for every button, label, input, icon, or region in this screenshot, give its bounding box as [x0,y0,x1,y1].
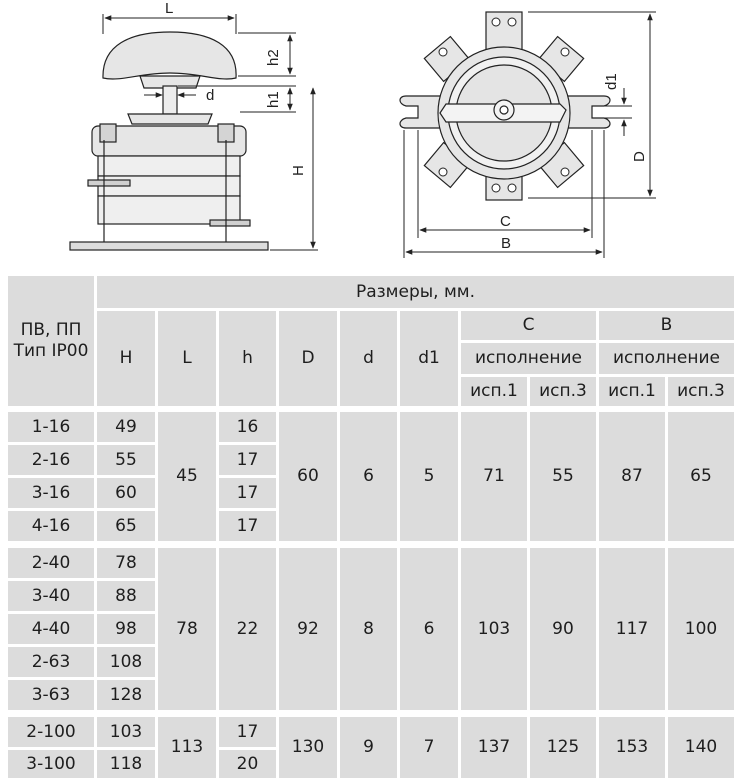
header-dimensions: Размеры, мм. [97,276,734,308]
type-cell: 3-100 [8,750,94,778]
h-total-cell: 49 [97,412,155,442]
header-d1: d1 [400,311,458,406]
header-c-isp1: исп.1 [461,377,527,406]
c-isp1-cell: 137 [461,717,527,778]
d1-cell: 5 [400,412,458,541]
top-view-holes [438,17,570,193]
header-b-isp1: исп.1 [599,377,665,406]
b-isp3-cell: 100 [668,548,734,710]
c-isp3-cell: 55 [530,412,596,541]
b-isp3-cell: 140 [668,717,734,778]
label-B: B [501,235,511,252]
header-c-variant: исполнение [461,343,596,374]
h-total-cell: 65 [97,511,155,541]
b-isp1-cell: 153 [599,717,665,778]
h-cell: 17 [219,478,276,508]
c-isp1-cell: 103 [461,548,527,710]
type-cell: 2-40 [8,548,94,578]
type-cell: 2-63 [8,647,94,677]
l-cell: 113 [158,717,216,778]
technical-drawing: L h2 h1 d H [69,0,656,258]
label-L: L [165,0,173,17]
type-cell: 1-16 [8,412,94,442]
header-c: C [461,311,596,340]
side-dimensions [102,14,318,251]
header-h: H [97,311,155,406]
h-cell: 22 [219,548,276,710]
d1-cell: 7 [400,717,458,778]
label-d: d [206,87,214,104]
b-isp3-cell: 65 [668,412,734,541]
h-total-cell: 118 [97,750,155,778]
h-cell: 20 [219,750,276,778]
type-cell: 2-16 [8,445,94,475]
d-outer-cell: 92 [279,548,337,710]
header-l: L [158,311,216,406]
h-total-cell: 98 [97,614,155,644]
header-d: D [279,311,337,406]
top-dimensions [403,11,656,258]
label-h1: h1 [265,91,282,108]
header-type: ПВ, ПП Тип IP00 [8,276,94,406]
type-cell: 4-16 [8,511,94,541]
side-view [69,31,269,251]
header-b: B [599,311,734,340]
c-isp1-cell: 71 [461,412,527,541]
h-total-cell: 78 [97,548,155,578]
b-isp1-cell: 87 [599,412,665,541]
type-cell: 3-63 [8,680,94,710]
h-cell: 17 [219,511,276,541]
c-isp3-cell: 90 [530,548,596,710]
type-cell: 3-16 [8,478,94,508]
h-total-cell: 103 [97,717,155,747]
header-h: h [219,311,276,406]
type-cell: 2-100 [8,717,94,747]
h-total-cell: 60 [97,478,155,508]
h-total-cell: 128 [97,680,155,710]
h-cell: 17 [219,717,276,747]
label-h2: h2 [265,49,282,66]
h-total-cell: 55 [97,445,155,475]
h-cell: 16 [219,412,276,442]
top-view [399,11,611,201]
d-shaft-cell: 9 [340,717,397,778]
h-total-cell: 108 [97,647,155,677]
header-b-variant: исполнение [599,343,734,374]
header-b-isp3: исп.3 [668,377,734,406]
c-isp3-cell: 125 [530,717,596,778]
type-cell: 4-40 [8,614,94,644]
label-d1: d1 [603,73,620,90]
header-c-isp3: исп.3 [530,377,596,406]
h-total-cell: 88 [97,581,155,611]
header-d: d [340,311,397,406]
d-outer-cell: 60 [279,412,337,541]
label-C: C [500,213,511,230]
l-cell: 45 [158,412,216,541]
d1-cell: 6 [400,548,458,710]
label-H: H [290,165,307,176]
l-cell: 78 [158,548,216,710]
type-cell: 3-40 [8,581,94,611]
b-isp1-cell: 117 [599,548,665,710]
label-D: D [631,151,648,162]
h-cell: 17 [219,445,276,475]
d-shaft-cell: 8 [340,548,397,710]
d-shaft-cell: 6 [340,412,397,541]
d-outer-cell: 130 [279,717,337,778]
